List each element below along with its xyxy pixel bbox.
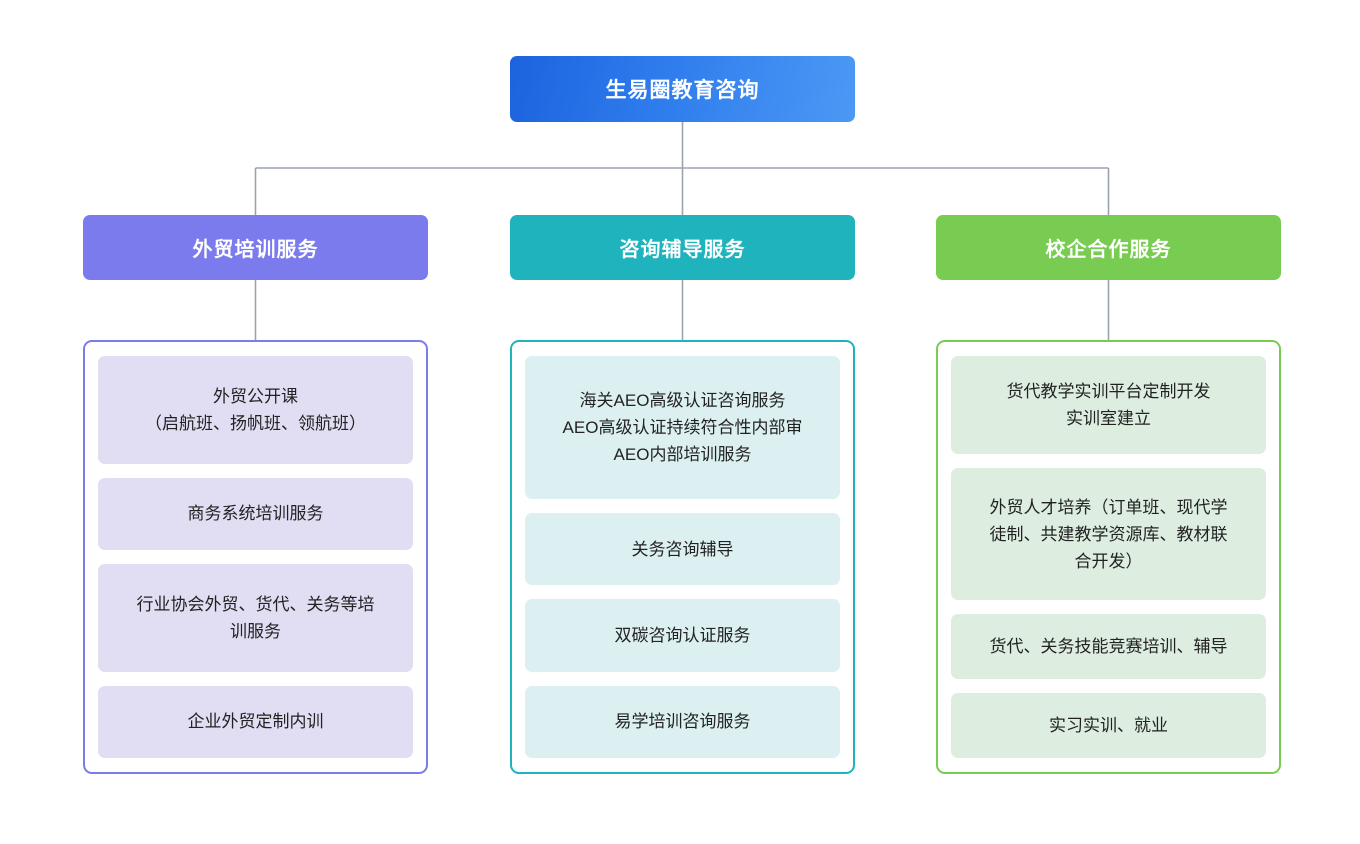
root-node[interactable]: 生易圈教育咨询 <box>510 56 855 122</box>
branch-header-1[interactable]: 咨询辅导服务 <box>510 215 855 280</box>
branch-body-2: 货代教学实训平台定制开发 实训室建立 外贸人才培养（订单班、现代学 徒制、共建教… <box>936 340 1281 774</box>
branch-column-1: 咨询辅导服务 海关AEO高级认证咨询服务 AEO高级认证持续符合性内部审 AEO… <box>510 215 855 774</box>
leaf-item[interactable]: 双碳咨询认证服务 <box>525 599 840 672</box>
branch-column-2: 校企合作服务 货代教学实训平台定制开发 实训室建立 外贸人才培养（订单班、现代学… <box>936 215 1281 774</box>
leaf-item[interactable]: 外贸公开课 （启航班、扬帆班、领航班） <box>98 356 413 464</box>
leaf-item[interactable]: 易学培训咨询服务 <box>525 685 840 758</box>
leaf-item[interactable]: 外贸人才培养（订单班、现代学 徒制、共建教学资源库、教材联 合开发） <box>951 468 1266 600</box>
leaf-item[interactable]: 货代教学实训平台定制开发 实训室建立 <box>951 356 1266 455</box>
branch-header-2[interactable]: 校企合作服务 <box>936 215 1281 280</box>
leaf-item[interactable]: 实习实训、就业 <box>951 692 1266 759</box>
leaf-item[interactable]: 企业外贸定制内训 <box>98 685 413 758</box>
leaf-item[interactable]: 货代、关务技能竞赛培训、辅导 <box>951 613 1266 679</box>
leaf-item[interactable]: 行业协会外贸、货代、关务等培 训服务 <box>98 564 413 672</box>
root-node-label: 生易圈教育咨询 <box>605 79 760 102</box>
leaf-item[interactable]: 关务咨询辅导 <box>525 513 840 586</box>
branch-body-0: 外贸公开课 （启航班、扬帆班、领航班） 商务系统培训服务 行业协会外贸、货代、关… <box>83 340 428 774</box>
leaf-item[interactable]: 商务系统培训服务 <box>98 477 413 550</box>
branch-header-label-2: 校企合作服务 <box>1045 239 1172 261</box>
branch-header-label-0: 外贸培训服务 <box>192 239 319 261</box>
leaf-item[interactable]: 海关AEO高级认证咨询服务 AEO高级认证持续符合性内部审 AEO内部培训服务 <box>525 356 840 500</box>
branch-column-0: 外贸培训服务 外贸公开课 （启航班、扬帆班、领航班） 商务系统培训服务 行业协会… <box>83 215 428 774</box>
branch-header-0[interactable]: 外贸培训服务 <box>83 215 428 280</box>
branch-header-label-1: 咨询辅导服务 <box>619 239 746 261</box>
branch-body-1: 海关AEO高级认证咨询服务 AEO高级认证持续符合性内部审 AEO内部培训服务 … <box>510 340 855 774</box>
